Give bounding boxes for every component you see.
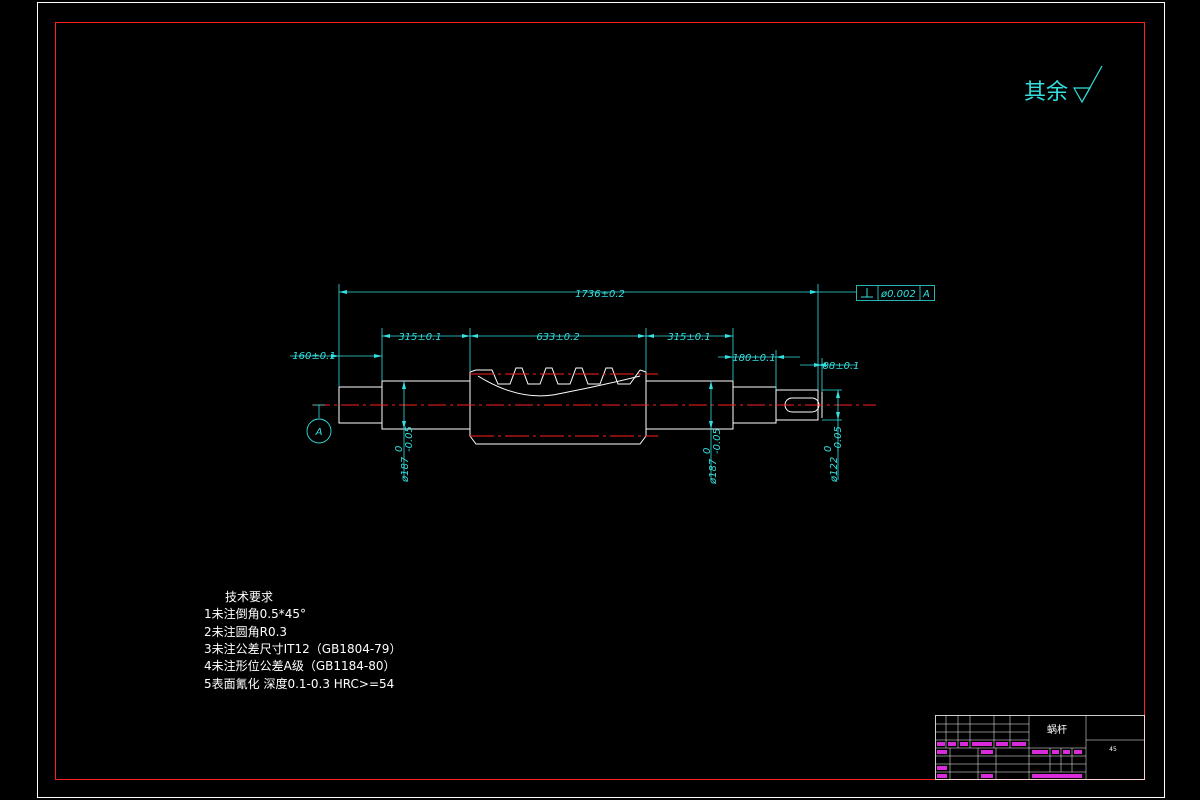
dimension-arrows — [331, 290, 840, 429]
dim-journal-left: 315±0.1 — [398, 332, 441, 343]
dimension-texts: 1736±0.2 315±0.1 633±0.2 315±0.1 160±0.1… — [292, 289, 859, 485]
svg-text:-0.05: -0.05 — [712, 428, 723, 454]
tech-req-item-3: 3未注公差尺寸IT12（GB1804-79） — [204, 641, 401, 656]
svg-text:0: 0 — [823, 446, 834, 452]
svg-text:0: 0 — [702, 448, 713, 454]
perpendicularity-icon — [861, 288, 873, 298]
tolerance-frame: ø0.002 A — [856, 285, 935, 301]
outer-frame — [37, 2, 1165, 798]
tech-req-item-1: 1未注倒角0.5*45° — [204, 606, 306, 621]
dim-overall: 1736±0.2 — [575, 289, 625, 300]
inner-frame — [55, 22, 1145, 780]
part-name: 蜗杆 — [1047, 724, 1067, 736]
tech-req-item-2: 2未注圆角R0.3 — [204, 624, 287, 639]
tech-req-item-4: 4未注形位公差A级（GB1184-80） — [204, 658, 396, 673]
tolerance-value: ø0.002 — [880, 289, 916, 300]
dim-right-diameter: ø187 0 -0.05 — [702, 428, 723, 485]
svg-text:-0.05: -0.05 — [833, 426, 844, 452]
center-lines — [312, 373, 876, 437]
title-block: 蜗杆 45 — [935, 715, 1145, 780]
svg-text:-0.05: -0.05 — [404, 426, 415, 452]
dim-worm: 633±0.2 — [536, 332, 579, 343]
roughness-symbol-icon — [1072, 65, 1103, 104]
surface-roughness-note: 其余 — [1024, 65, 1103, 105]
dim-left-diameter: ø187 0 -0.05 — [394, 426, 415, 483]
technical-requirements: 技术要求 1未注倒角0.5*45° 2未注圆角R0.3 3未注公差尺寸IT12（… — [204, 590, 401, 691]
dim-right-step: 180±0.1 — [732, 353, 775, 364]
material: 45 — [1109, 746, 1117, 753]
dim-end-diameter: ø122 0 -0.05 — [823, 426, 844, 483]
tolerance-datum: A — [922, 289, 930, 300]
svg-text:ø122: ø122 — [829, 457, 840, 483]
dimension-lines — [290, 284, 856, 480]
svg-text:0: 0 — [394, 446, 405, 452]
dim-left-end: 160±0.1 — [292, 351, 335, 362]
surface-note-text: 其余 — [1024, 80, 1068, 105]
dim-journal-right: 315±0.1 — [667, 332, 710, 343]
tech-req-item-5: 5表面氰化 深度0.1-0.3 HRC>=54 — [204, 676, 394, 691]
svg-text:ø187: ø187 — [400, 456, 411, 483]
dim-keyway: 88±0.1 — [822, 361, 859, 372]
tech-req-title: 技术要求 — [225, 590, 273, 604]
datum-symbol: A — [306, 418, 332, 444]
svg-text:ø187: ø187 — [708, 458, 719, 485]
datum-label: A — [315, 427, 323, 438]
